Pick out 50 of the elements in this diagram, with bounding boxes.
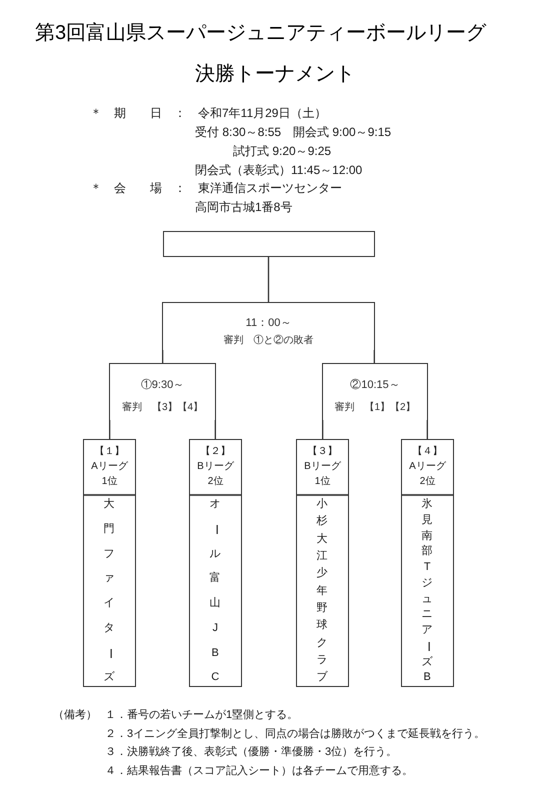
team-box (83, 439, 136, 687)
match-time: ②10:15～ (350, 378, 400, 394)
note-text: ３．決勝戦終了後、表彰式（優勝・準優勝・3位）を行う。 (105, 744, 398, 760)
schedule-text: 閉会式（表彰式）11:45～12:00 (195, 162, 362, 178)
umpire-note: 審判 ①と②の敗者 (224, 334, 314, 348)
rank-text: 1位 (314, 475, 330, 489)
seed-number: 【１】 (94, 444, 124, 459)
bracket-line (426, 420, 428, 439)
seed-number: 【３】 (308, 444, 338, 459)
team-box (189, 439, 242, 687)
league-name: Aリーグ (409, 460, 446, 474)
bracket-line (109, 420, 110, 439)
rank-text: 2位 (208, 475, 224, 489)
note-text: ４．結果報告書（スコア記入シート）は各チームで用意する。 (105, 764, 413, 778)
match-time: ①9:30～ (140, 378, 184, 394)
match-time: 11：00～ (246, 316, 292, 332)
match-bracket (162, 302, 375, 350)
umpire-note: 審判 【1】【2】 (334, 400, 416, 416)
note-text: １．番号の若いチームが1塁側とする。 (105, 708, 298, 722)
team-name: 小杉大江少年野球クラブ (316, 498, 329, 684)
match-bracket (109, 363, 216, 420)
title: 第3回富山県スーパージュニアティーボールリーグ (35, 21, 486, 46)
schedule-text: 受付 8:30～8:55 開会式 9:00～9:15 (195, 124, 392, 140)
match-bracket (322, 363, 428, 420)
bracket-line (162, 350, 164, 363)
team-box (296, 439, 349, 687)
bracket-line (268, 257, 270, 302)
bracket-line (214, 420, 216, 439)
bracket-line (322, 420, 324, 439)
team-name: オール富山JBC (208, 498, 222, 684)
seed-number: 【２】 (200, 444, 230, 459)
rank-text: 1位 (102, 475, 118, 489)
seed-number: 【４】 (412, 444, 442, 459)
bracket-line (374, 350, 375, 363)
empty-box (163, 231, 375, 257)
rank-text: 2位 (420, 475, 436, 489)
schedule-text: 試打式 9:20～9:25 (233, 142, 332, 160)
team-box (401, 439, 454, 687)
subtitle: 決勝トーナメント (195, 62, 355, 87)
league-name: Aリーグ (91, 460, 128, 474)
league-name: Bリーグ (304, 460, 341, 474)
address-text: 高岡市古城1番8号 (195, 198, 292, 216)
team-name: 氷見南部TジュニアーズB (420, 498, 434, 684)
notes-heading: （備考） (53, 708, 97, 722)
umpire-note: 審判 【3】【4】 (122, 400, 204, 416)
league-name: Bリーグ (197, 460, 234, 474)
team-name: 大門ファイターズ (102, 498, 116, 684)
venue-text: ＊ 会 場 ： 東洋通信スポーツセンター (90, 180, 342, 196)
date-text: ＊ 期 日 ： 令和7年11月29日（土） (90, 104, 326, 122)
note-text: ２．3イニング全員打撃制とし、同点の場合は勝敗がつくまで延長戦を行う。 (105, 726, 486, 742)
